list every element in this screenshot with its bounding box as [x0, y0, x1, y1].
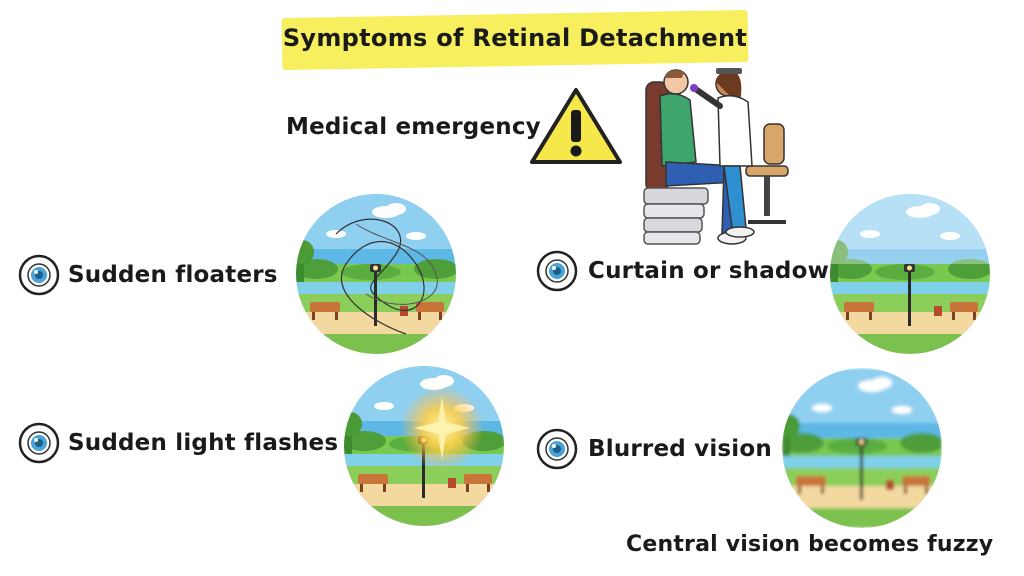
doctor-patient-illustration: [643, 68, 789, 245]
park-flash-scene: [344, 366, 504, 526]
symptom-label-floaters: Sudden floaters: [68, 262, 278, 288]
eye-icon: [536, 250, 578, 292]
park-blurred-scene: [782, 368, 942, 528]
eye-icon: [536, 428, 578, 470]
warning-triangle-icon: [530, 88, 622, 164]
symptom-label-curtain: Curtain or shadow: [588, 258, 830, 284]
blurred-vision-note: Central vision becomes fuzzy: [626, 532, 994, 557]
emergency-label: Medical emergency: [286, 114, 541, 140]
park-shadow-scene: [830, 194, 990, 354]
eye-icon: [18, 254, 60, 296]
page-title: Symptoms of Retinal Detachment: [282, 24, 748, 52]
park-floaters-scene: [296, 194, 456, 354]
symptom-label-blurred: Blurred vision: [588, 436, 772, 462]
symptom-label-flashes: Sudden light flashes: [68, 430, 339, 456]
eye-icon: [18, 422, 60, 464]
